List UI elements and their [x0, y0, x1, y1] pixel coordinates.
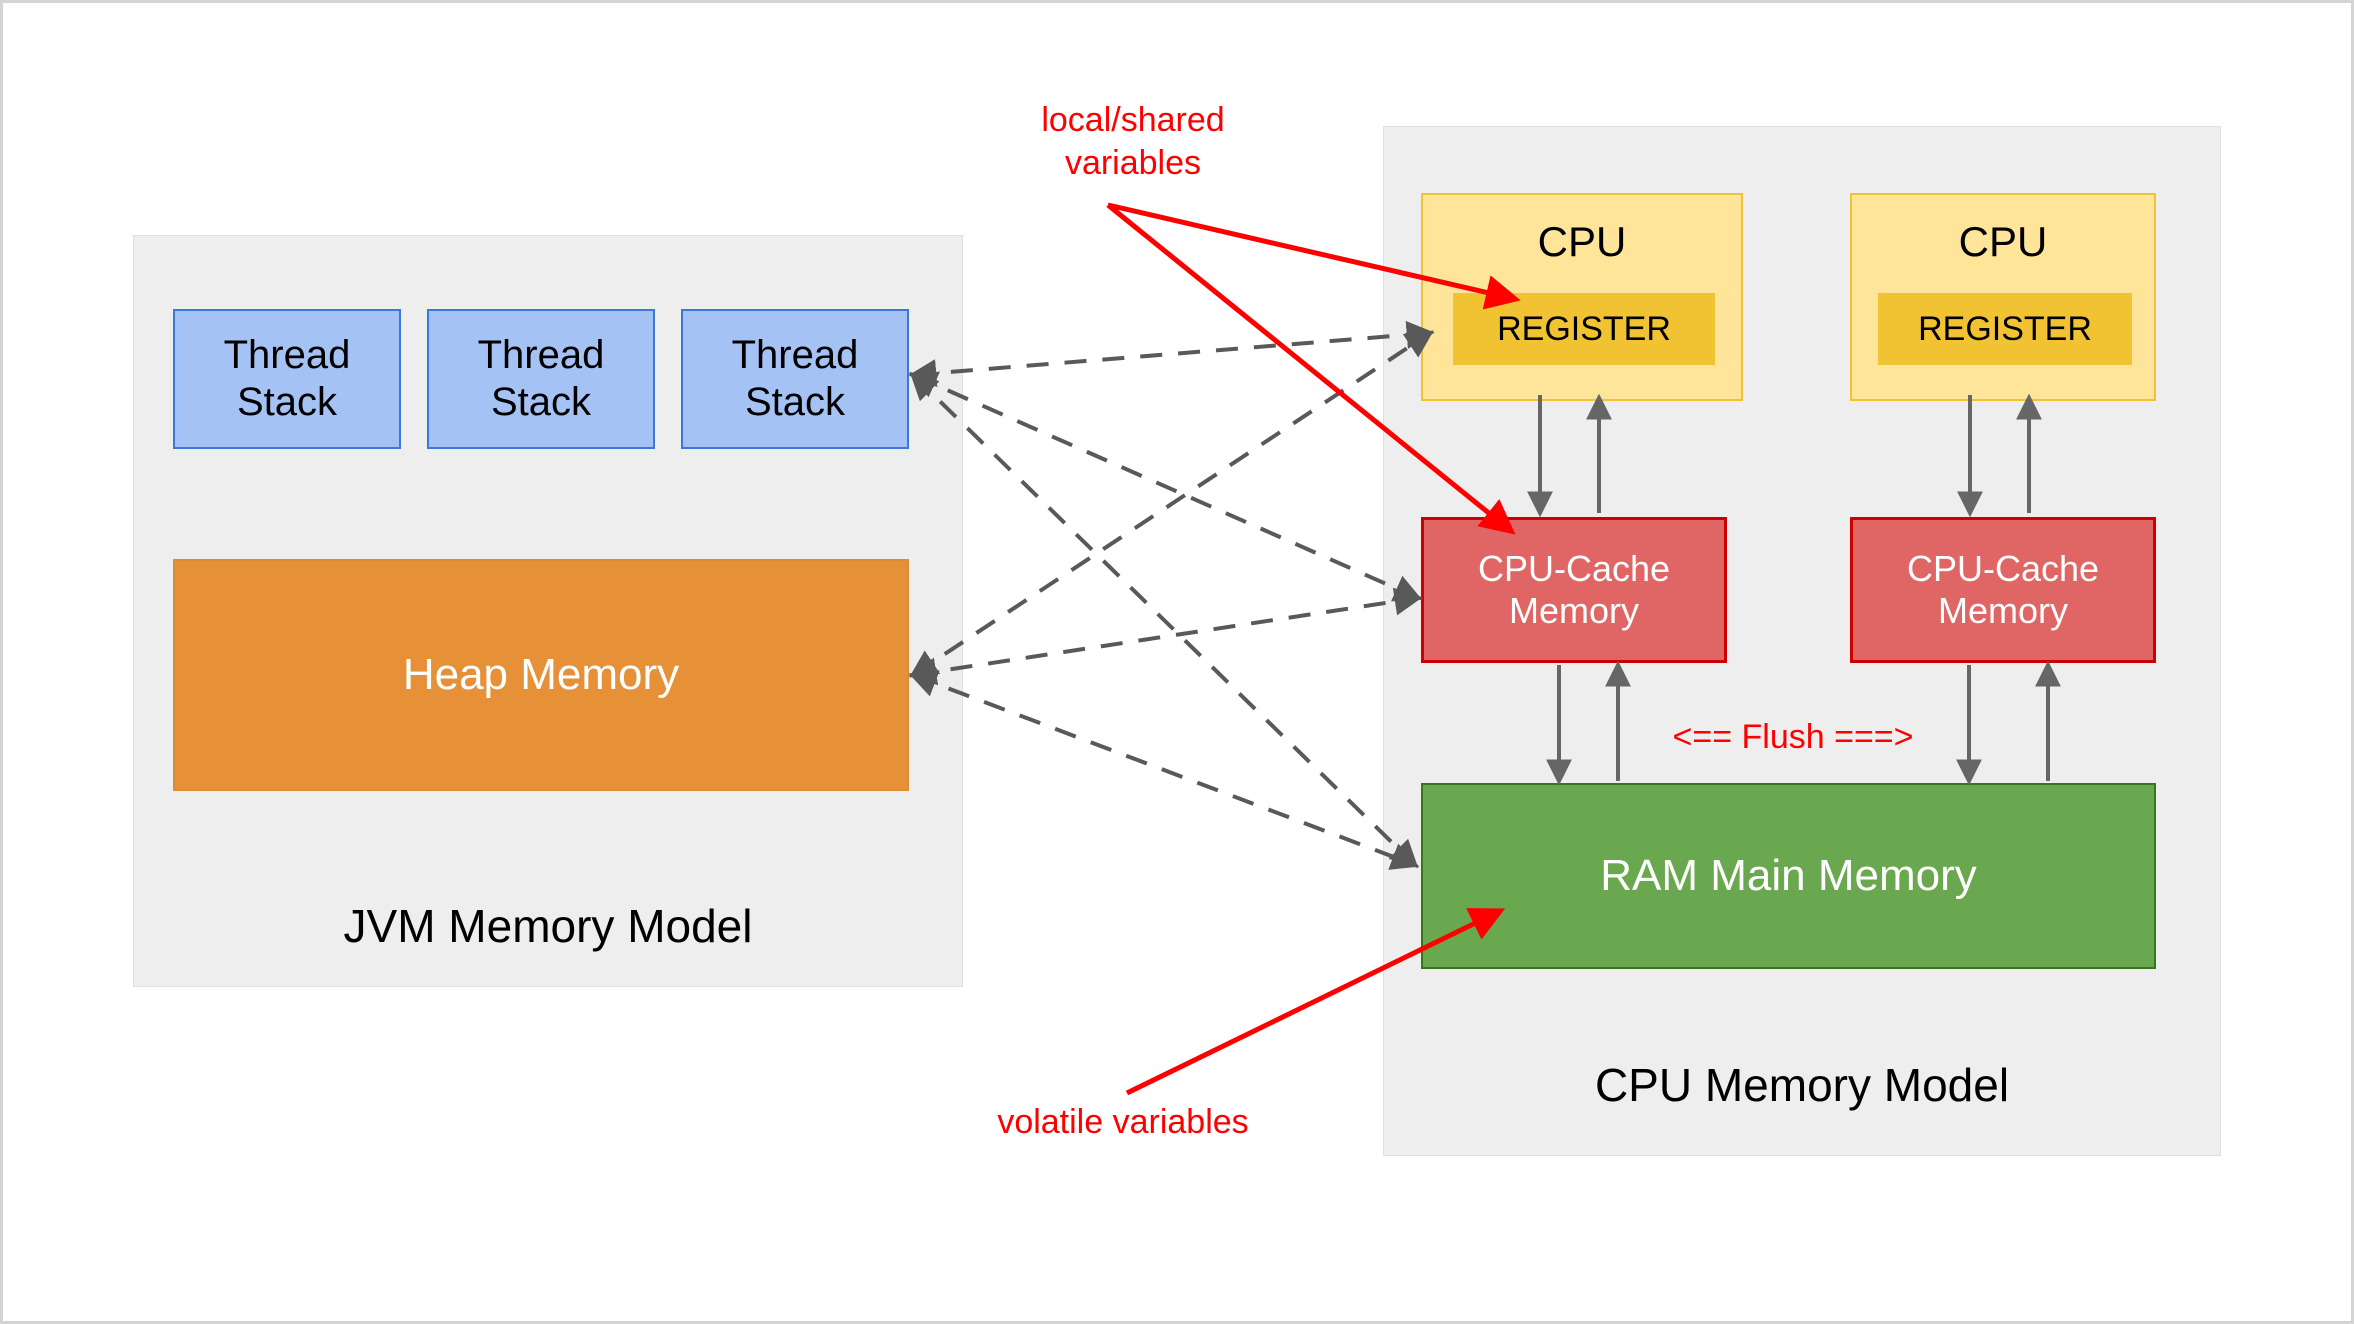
register-box-1: REGISTER	[1453, 293, 1715, 365]
thread-stack-box-3: Thread Stack	[681, 309, 909, 449]
flush-label: <== Flush ===>	[1672, 718, 1914, 756]
heap-memory-box: Heap Memory	[173, 559, 909, 791]
dashed-connector-heap-to-cache	[908, 587, 1423, 686]
cpu-cache-box-2: CPU-Cache Memory	[1850, 517, 2156, 663]
jvm-panel-title: JVM Memory Model	[343, 900, 753, 952]
dashed-connector-threadstack-to-register	[908, 320, 1435, 388]
cpu-box-2: CPU REGISTER	[1850, 193, 2156, 401]
volatile-variables-annotation: volatile variables	[997, 1103, 1249, 1141]
dashed-connector-threadstack-to-ram	[909, 371, 1419, 869]
cpu-panel-title: CPU Memory Model	[1594, 1059, 2010, 1111]
dashed-connector-heap-to-register	[909, 330, 1434, 678]
thread-stack-box-2: Thread Stack	[427, 309, 655, 449]
cpu-label-1: CPU	[1537, 218, 1627, 265]
cpu-cache-box-1: CPU-Cache Memory	[1421, 517, 1727, 663]
dashed-connector-threadstack-to-cache	[908, 371, 1423, 602]
cpu-label-2: CPU	[1958, 218, 2048, 265]
dashed-connector-heap-to-ram	[908, 670, 1420, 870]
local-shared-variables-annotation: local/shared variables	[1041, 101, 1225, 182]
thread-stack-box-1: Thread Stack	[173, 309, 401, 449]
cpu-box-1: CPU REGISTER	[1421, 193, 1743, 401]
ram-main-memory-box: RAM Main Memory	[1421, 783, 2156, 969]
register-box-2: REGISTER	[1878, 293, 2132, 365]
